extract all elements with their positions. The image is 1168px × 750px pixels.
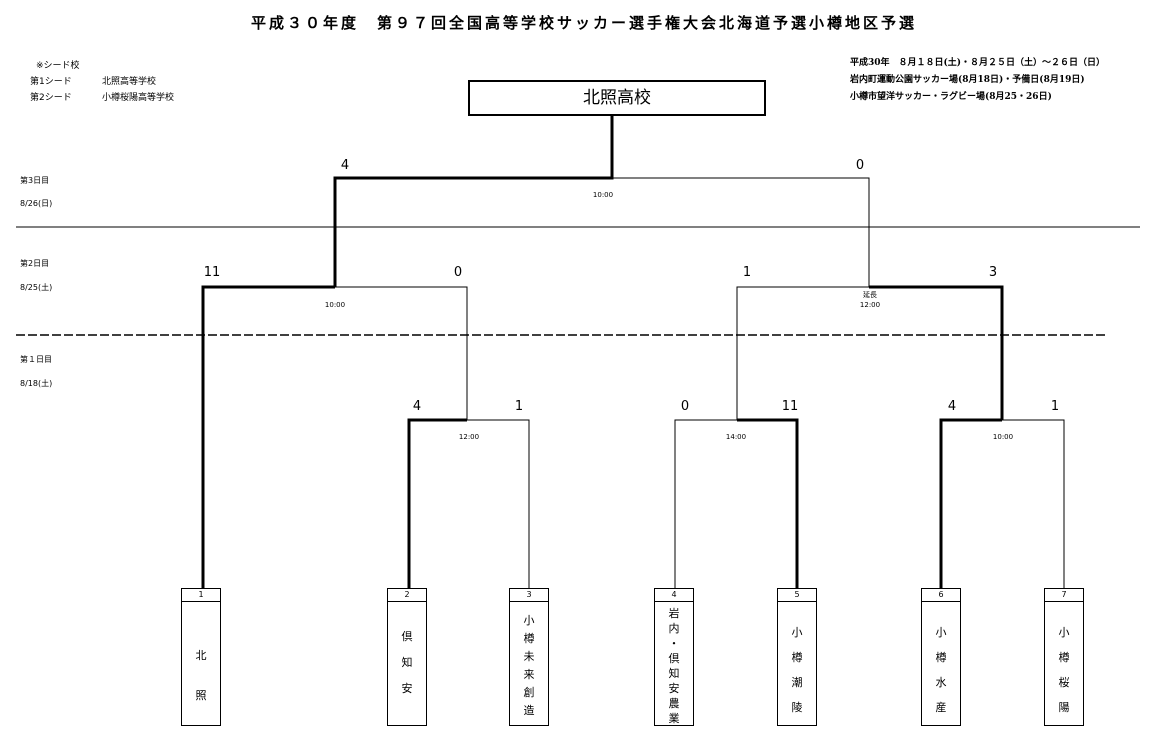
day3-date: 8/26(日) xyxy=(20,199,53,208)
r1b-time: 14:00 xyxy=(725,433,747,441)
r1c-right-score: 1 xyxy=(1050,399,1060,414)
semi-left-left-score: 11 xyxy=(203,265,221,280)
day2-date: 8/25(土) xyxy=(20,283,53,292)
team-number: 1 xyxy=(182,589,220,602)
team-number: 2 xyxy=(388,589,426,602)
seed1-school: 北照高等学校 xyxy=(102,77,157,87)
final-left-score: 4 xyxy=(340,158,350,173)
champion-box: 北照高校 xyxy=(468,80,766,116)
semi-left-right-score: 0 xyxy=(453,265,463,280)
final-time: 10:00 xyxy=(592,191,614,199)
team-7: 7 小樽桜陽 xyxy=(1044,588,1084,726)
seed1-label: 第1シード xyxy=(30,77,72,87)
semi-right-right-score: 3 xyxy=(988,265,998,280)
r1c-time: 10:00 xyxy=(992,433,1014,441)
team-name: 岩内・倶知安農業 xyxy=(668,607,680,725)
team-name: 小樽未来創造 xyxy=(523,614,535,717)
day2-label: 第2日目 xyxy=(20,259,50,268)
info-venue1: 岩内町運動公園サッカー場(8月18日)・予備日(8月19日) xyxy=(850,75,1085,85)
team-name: 小樽水産 xyxy=(935,626,947,714)
semi-right-left-score: 1 xyxy=(742,265,752,280)
r1c-left-score: 4 xyxy=(947,399,957,414)
team-number: 3 xyxy=(510,589,548,602)
round1-thin-lines xyxy=(202,177,1065,588)
team-name: 小樽桜陽 xyxy=(1058,626,1070,714)
seed-heading: ※シード校 xyxy=(36,61,80,71)
winner-paths xyxy=(201,116,1004,588)
team-number: 5 xyxy=(778,589,816,602)
team-4: 4 岩内・倶知安農業 xyxy=(654,588,694,726)
info-dates: 平成30年 ８月１８日(土)・８月２５日（土）～２６日（日） xyxy=(850,58,1106,68)
team-1: 1 北照 xyxy=(181,588,221,726)
team-6: 6 小樽水産 xyxy=(921,588,961,726)
seed2-school: 小樽桜陽高等学校 xyxy=(102,93,175,103)
day1-label: 第１日目 xyxy=(20,355,52,364)
day3-label: 第3日目 xyxy=(20,176,50,185)
semi-right-note: 延長 xyxy=(863,291,877,299)
semi-right-time: 12:00 xyxy=(859,301,881,309)
team-2: 2 倶知安 xyxy=(387,588,427,726)
r1a-right-score: 1 xyxy=(514,399,524,414)
semi-left-time: 10:00 xyxy=(324,301,346,309)
team-5: 5 小樽潮陵 xyxy=(777,588,817,726)
team-number: 7 xyxy=(1045,589,1083,602)
team-name: 倶知安 xyxy=(401,630,413,695)
team-number: 6 xyxy=(922,589,960,602)
r1b-left-score: 0 xyxy=(680,399,690,414)
team-name: 小樽潮陵 xyxy=(791,626,803,714)
day1-date: 8/18(土) xyxy=(20,379,53,388)
team-name: 北照 xyxy=(195,649,207,702)
r1a-left-score: 4 xyxy=(412,399,422,414)
page-title: 平成３０年度 第９７回全国高等学校サッカー選手権大会北海道予選小樽地区予選 xyxy=(250,14,917,32)
seed2-label: 第2シード xyxy=(30,93,72,103)
info-venue2: 小樽市望洋サッカー・ラグビー場(8月25・26日) xyxy=(850,92,1052,102)
r1b-right-score: 11 xyxy=(781,399,799,414)
final-right-score: 0 xyxy=(855,158,865,173)
team-number: 4 xyxy=(655,589,693,602)
team-3: 3 小樽未来創造 xyxy=(509,588,549,726)
r1a-time: 12:00 xyxy=(458,433,480,441)
